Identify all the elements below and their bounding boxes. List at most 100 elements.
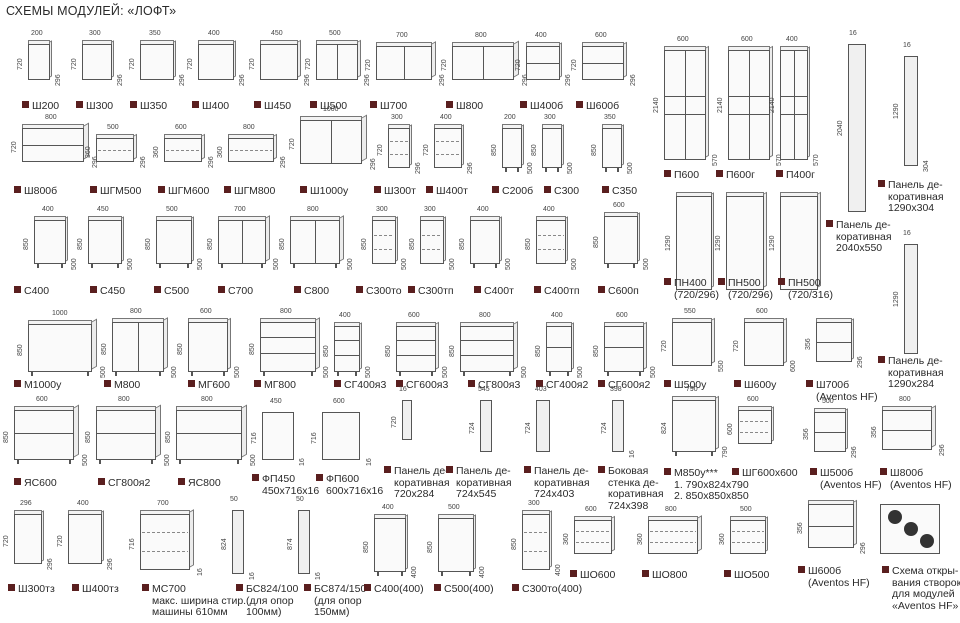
- module-caption: Ш450: [254, 100, 291, 113]
- leg: [517, 168, 519, 172]
- module-marker: [664, 170, 671, 177]
- module-label: Ш300: [86, 100, 114, 112]
- dim-width: 600: [747, 396, 759, 403]
- door-line: [814, 432, 846, 433]
- dim-width: 450: [270, 398, 282, 405]
- module-label: ПН500: [788, 277, 821, 289]
- door-line: [664, 113, 706, 115]
- module-marker: [826, 220, 833, 227]
- module-sublabel: 1290х304: [888, 202, 935, 214]
- module-front: [334, 326, 360, 372]
- shelf-line: [166, 150, 200, 151]
- dim-depth: 296: [857, 356, 864, 368]
- door-line: [396, 339, 436, 341]
- module-caption: Ш300тз: [8, 583, 55, 596]
- shelf-line: [436, 141, 460, 143]
- module-marker: [798, 566, 805, 573]
- module-front: [96, 410, 156, 460]
- dim-depth: 296: [179, 74, 186, 86]
- leg: [31, 372, 33, 376]
- module-front: [480, 400, 492, 452]
- dim-width: 800: [118, 396, 130, 403]
- dim-width: 600: [585, 506, 597, 513]
- shelf-line: [374, 249, 394, 251]
- module-marker: [524, 466, 531, 473]
- dim-width: 1000: [52, 310, 68, 317]
- leg: [91, 264, 93, 268]
- module-label: С600п: [608, 285, 639, 297]
- module-sublabel: макс. ширина стир.: [152, 594, 247, 607]
- module-label: СГ800я2: [108, 477, 151, 489]
- module-front: [574, 520, 612, 554]
- module-front: [396, 326, 436, 372]
- door-line: [728, 113, 770, 115]
- module-marker: [252, 474, 259, 481]
- module-sublabel: коративная: [456, 476, 512, 489]
- shelf-line: [390, 141, 408, 143]
- shelf-line: [650, 531, 696, 533]
- dim-width: 600: [408, 312, 420, 319]
- dim-height: 850: [491, 144, 498, 156]
- dim-height: 824: [221, 538, 228, 550]
- dim-height: 850: [279, 238, 286, 250]
- module-label: ШО500: [734, 569, 770, 581]
- module-caption: С400т: [474, 285, 514, 298]
- module-sublabel: для модулей: [892, 588, 955, 600]
- dim-height: 360: [719, 533, 726, 545]
- dim-height: 1290: [893, 291, 900, 307]
- leg: [87, 372, 89, 376]
- module-label: С450: [100, 285, 126, 297]
- shelf-line: [524, 532, 548, 534]
- leg: [115, 372, 117, 376]
- dim-height: 1290: [665, 235, 672, 251]
- module-label: С300то(400): [522, 583, 583, 595]
- dim-height: 720: [733, 340, 740, 352]
- module-sublabel: 600х716х16: [326, 484, 384, 497]
- module-caption: Ш300т: [374, 185, 416, 198]
- module-front: [156, 220, 192, 264]
- door-line: [404, 46, 405, 80]
- module-label: Панель де-: [394, 465, 449, 477]
- shelf-line: [732, 531, 764, 533]
- dim-height: 724: [525, 422, 532, 434]
- module-front: [848, 44, 866, 212]
- dim-depth: 500: [441, 366, 449, 378]
- dim-height: 850: [409, 238, 416, 250]
- dim-width: 300: [424, 206, 436, 213]
- door-line: [176, 432, 242, 434]
- dim-depth: 296: [439, 74, 446, 86]
- dim-depth: 296: [851, 446, 858, 458]
- module-label: С300тп: [418, 285, 454, 297]
- dim-height: 720: [305, 58, 312, 70]
- dim-width: 450: [97, 206, 109, 213]
- module-sublabel: коративная: [534, 476, 590, 489]
- module-front: [82, 44, 112, 80]
- module-marker: [878, 180, 885, 187]
- module-sublabel: 724х403: [534, 488, 575, 500]
- module-label: СГ400я2: [546, 379, 589, 391]
- module-label: Ш400тз: [82, 583, 119, 595]
- module-caption: С700: [218, 285, 253, 298]
- dim-width: 400: [440, 114, 452, 121]
- leg: [441, 572, 443, 576]
- module-marker: [664, 278, 671, 285]
- dim-width: 800: [45, 114, 57, 121]
- door-line: [334, 339, 360, 341]
- dim-height: 720: [3, 535, 10, 547]
- module-label: ШГМ600: [168, 185, 210, 197]
- dim-height: 720: [11, 141, 18, 153]
- dim-width: 700: [234, 206, 246, 213]
- shelf-line: [374, 234, 394, 236]
- shelf-line: [650, 542, 696, 544]
- dim-height: 850: [23, 238, 30, 250]
- module-label: Ш400: [202, 100, 230, 112]
- module-marker: [664, 380, 671, 387]
- dim-depth: 500: [527, 162, 534, 174]
- module-label: Панель де-: [836, 219, 891, 231]
- module-front: [198, 44, 234, 80]
- leg: [557, 168, 559, 172]
- dim-depth: 296: [630, 74, 637, 86]
- module-label: Ш500у: [674, 379, 707, 391]
